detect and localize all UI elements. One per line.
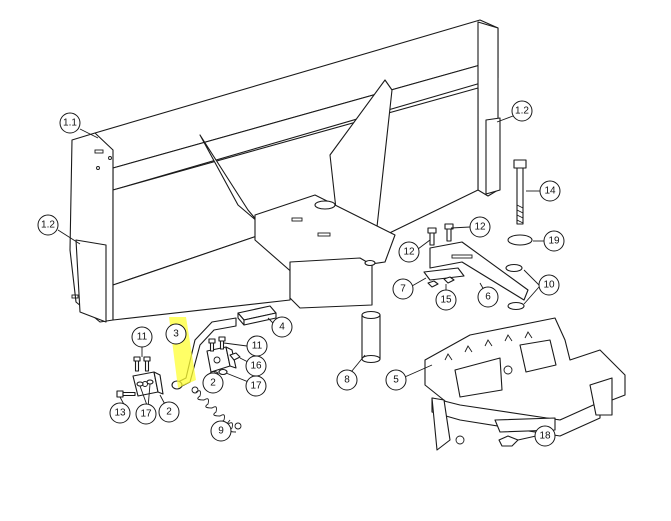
nut-16 <box>229 352 241 361</box>
callout-5: 5 <box>385 369 407 391</box>
main-frame <box>69 19 501 323</box>
hitch-assembly-5 <box>424 317 626 451</box>
svg-text:2: 2 <box>210 378 216 389</box>
callout-1-2-left: 1.2 <box>37 214 59 236</box>
callout-19: 19 <box>543 230 565 252</box>
callout-2-mid: 2 <box>202 372 224 394</box>
svg-text:5: 5 <box>393 375 399 386</box>
callout-10: 10 <box>538 274 560 296</box>
callout-17-mid: 17 <box>245 375 267 397</box>
bracket-2-mid <box>206 346 237 373</box>
callout-11-left: 11 <box>131 326 153 348</box>
svg-text:12: 12 <box>403 247 415 258</box>
callout-3: 3 <box>165 323 187 345</box>
svg-text:10: 10 <box>543 280 555 291</box>
callout-12-right: 12 <box>469 216 491 238</box>
svg-text:15: 15 <box>440 295 452 306</box>
bolts-11-left <box>133 356 151 372</box>
svg-text:4: 4 <box>279 322 285 333</box>
nuts-15 <box>427 276 455 288</box>
svg-text:13: 13 <box>114 408 126 419</box>
svg-text:3: 3 <box>173 329 179 340</box>
callout-1-1: 1.1 <box>59 112 81 134</box>
svg-text:6: 6 <box>485 292 491 303</box>
callout-1-2-right: 1.2 <box>511 100 533 122</box>
bracket-6 <box>429 241 529 311</box>
svg-text:1.2: 1.2 <box>41 220 55 231</box>
callout-9: 9 <box>210 420 232 442</box>
svg-text:18: 18 <box>539 431 551 442</box>
washer-19 <box>507 234 533 246</box>
callouts: 1.1 1.2 1.2 14 12 12 19 10 7 15 6 4 11 1… <box>37 100 565 447</box>
bolts-12 <box>427 223 454 246</box>
callout-18: 18 <box>534 425 556 447</box>
svg-text:17: 17 <box>250 381 262 392</box>
callout-11-mid: 11 <box>246 335 268 357</box>
svg-text:14: 14 <box>544 186 556 197</box>
bolt-14 <box>513 159 527 225</box>
callout-13: 13 <box>109 402 131 424</box>
spring-9 <box>191 386 242 433</box>
svg-text:11: 11 <box>137 332 148 343</box>
callout-12-left: 12 <box>398 241 420 263</box>
callout-2-left: 2 <box>158 401 180 423</box>
callout-17-left: 17 <box>135 403 157 425</box>
svg-text:19: 19 <box>548 236 560 247</box>
callout-7: 7 <box>392 278 414 300</box>
bolts-11-mid <box>208 336 226 352</box>
svg-text:9: 9 <box>218 426 224 437</box>
bolt-13 <box>116 390 136 398</box>
callout-14: 14 <box>539 180 561 202</box>
svg-text:1.1: 1.1 <box>63 118 77 129</box>
callout-6: 6 <box>477 286 499 308</box>
svg-text:11: 11 <box>252 341 263 352</box>
callout-4: 4 <box>271 316 293 338</box>
callout-16: 16 <box>245 355 267 377</box>
svg-text:16: 16 <box>250 361 262 372</box>
leader-lines <box>57 115 545 441</box>
svg-text:8: 8 <box>344 375 350 386</box>
svg-text:1.2: 1.2 <box>515 106 529 117</box>
nut-18 <box>498 435 519 447</box>
svg-text:7: 7 <box>400 284 406 295</box>
svg-text:12: 12 <box>474 222 486 233</box>
bracket-2-left <box>132 371 164 397</box>
svg-text:17: 17 <box>140 409 152 420</box>
svg-text:2: 2 <box>166 407 172 418</box>
pin-8 <box>361 310 381 364</box>
callout-8: 8 <box>336 369 358 391</box>
callout-15: 15 <box>435 289 457 311</box>
plate-7 <box>423 267 465 281</box>
